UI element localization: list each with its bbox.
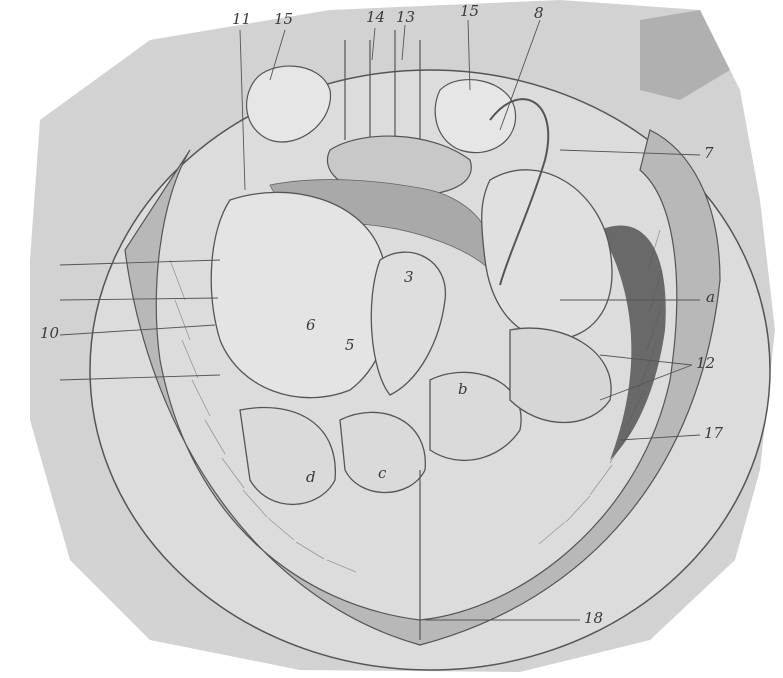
label-3: 3	[404, 270, 414, 285]
label-13: 13	[396, 10, 415, 25]
label-15-right: 15	[460, 4, 479, 19]
label-a: a	[706, 290, 715, 305]
label-11: 11	[232, 12, 251, 27]
label-6: 6	[306, 318, 316, 333]
vessel-right	[435, 80, 515, 153]
label-d: d	[306, 470, 316, 485]
label-b: b	[458, 382, 468, 397]
label-c: c	[378, 466, 386, 481]
label-14: 14	[366, 10, 385, 25]
label-5: 5	[345, 338, 355, 353]
label-17: 17	[704, 426, 723, 441]
label-15-left: 15	[274, 12, 293, 27]
label-8: 8	[534, 6, 544, 21]
label-10: 10	[40, 326, 59, 341]
label-7: 7	[704, 146, 714, 161]
label-18: 18	[584, 611, 603, 626]
label-12: 12	[696, 356, 715, 371]
